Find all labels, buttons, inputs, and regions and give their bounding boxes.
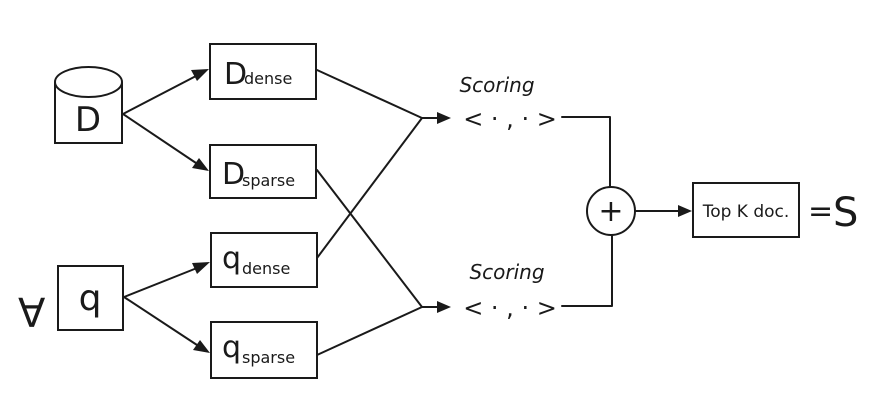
result-symbol: S	[833, 190, 858, 236]
document-store: D	[54, 66, 123, 144]
d-sparse-box: D sparse	[209, 144, 317, 199]
arrowhead	[192, 262, 210, 274]
q-dense-box: q dense	[210, 232, 318, 288]
arrowhead	[192, 158, 209, 171]
edge-d-to-dsparse	[122, 113, 197, 164]
equals-sign: =	[808, 194, 833, 229]
edge-dsparse-to-scoring-bottom	[316, 169, 423, 308]
query-box: q	[57, 265, 124, 331]
arrowhead	[437, 112, 451, 124]
scoring-bottom: Scoring < · , · >	[463, 260, 557, 322]
edge-qdense-to-scoring-top	[316, 117, 423, 259]
sum-node: +	[586, 186, 636, 236]
arrowhead	[193, 340, 210, 353]
d-sparse-main: D	[222, 157, 245, 192]
d-dense-sub: dense	[244, 69, 292, 88]
q-sparse-main: q	[222, 330, 241, 365]
arrowhead	[191, 69, 209, 81]
d-dense-box: D dense	[209, 43, 317, 100]
d-dense-main: D	[224, 57, 247, 92]
q-dense-main: q	[222, 241, 241, 276]
q-sparse-sub: sparse	[242, 348, 295, 367]
edge-ddense-to-scoring-top	[316, 69, 423, 119]
document-store-label: D	[75, 100, 101, 140]
edge-scoring-bottom-to-sum	[561, 235, 613, 307]
arrowhead	[437, 301, 451, 313]
edge-d-to-ddense	[122, 75, 197, 115]
topk-box: Top K doc.	[692, 182, 800, 238]
topk-label: Top K doc.	[702, 202, 790, 222]
edge-q-to-qsparse	[123, 296, 198, 346]
arrowhead	[678, 205, 692, 217]
scoring-top: Scoring < · , · >	[459, 73, 556, 133]
edge-q-to-qdense	[123, 267, 198, 298]
q-sparse-box: q sparse	[210, 321, 318, 379]
sum-operator: +	[598, 194, 623, 229]
scoring-bottom-operator: < · , · >	[463, 294, 557, 322]
scoring-top-operator: < · , · >	[463, 105, 557, 133]
edge-scoring-top-to-sum	[561, 116, 611, 188]
forall-symbol: ∀	[18, 291, 46, 337]
q-dense-sub: dense	[242, 259, 290, 278]
edge-qsparse-to-scoring-bottom	[316, 306, 423, 356]
scoring-top-title: Scoring	[459, 73, 534, 97]
d-sparse-sub: sparse	[242, 171, 295, 190]
scoring-bottom-title: Scoring	[469, 260, 544, 284]
query-label: q	[79, 278, 102, 319]
